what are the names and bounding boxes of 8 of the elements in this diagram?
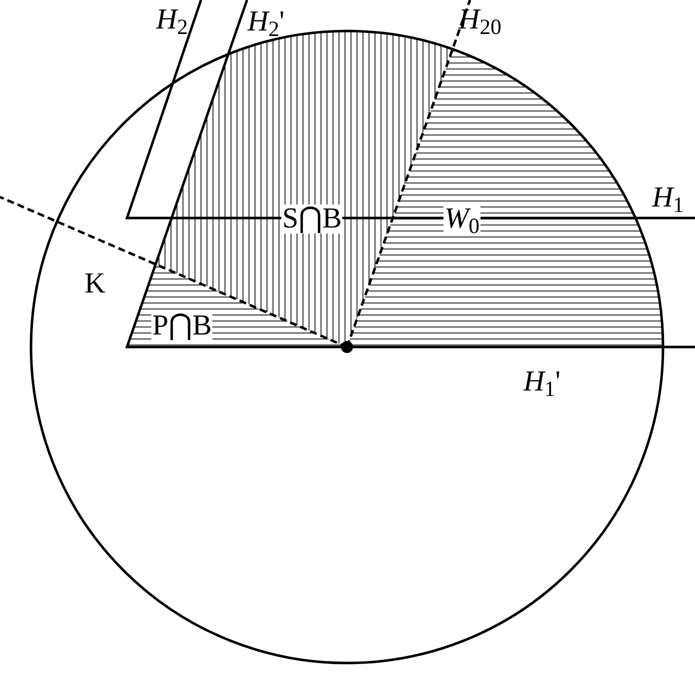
line-label: H$_{1}$': [523, 368, 561, 396]
region-label: P⋂B: [151, 312, 213, 340]
region-label: S⋂B: [281, 204, 343, 234]
region-label: W$_{0}$: [443, 204, 481, 234]
line-label: H$_{2}$': [247, 8, 285, 36]
line-label: K: [84, 270, 106, 298]
line-label: H$_{2}$: [156, 6, 188, 34]
line-label: H$_{1}$: [652, 184, 684, 212]
